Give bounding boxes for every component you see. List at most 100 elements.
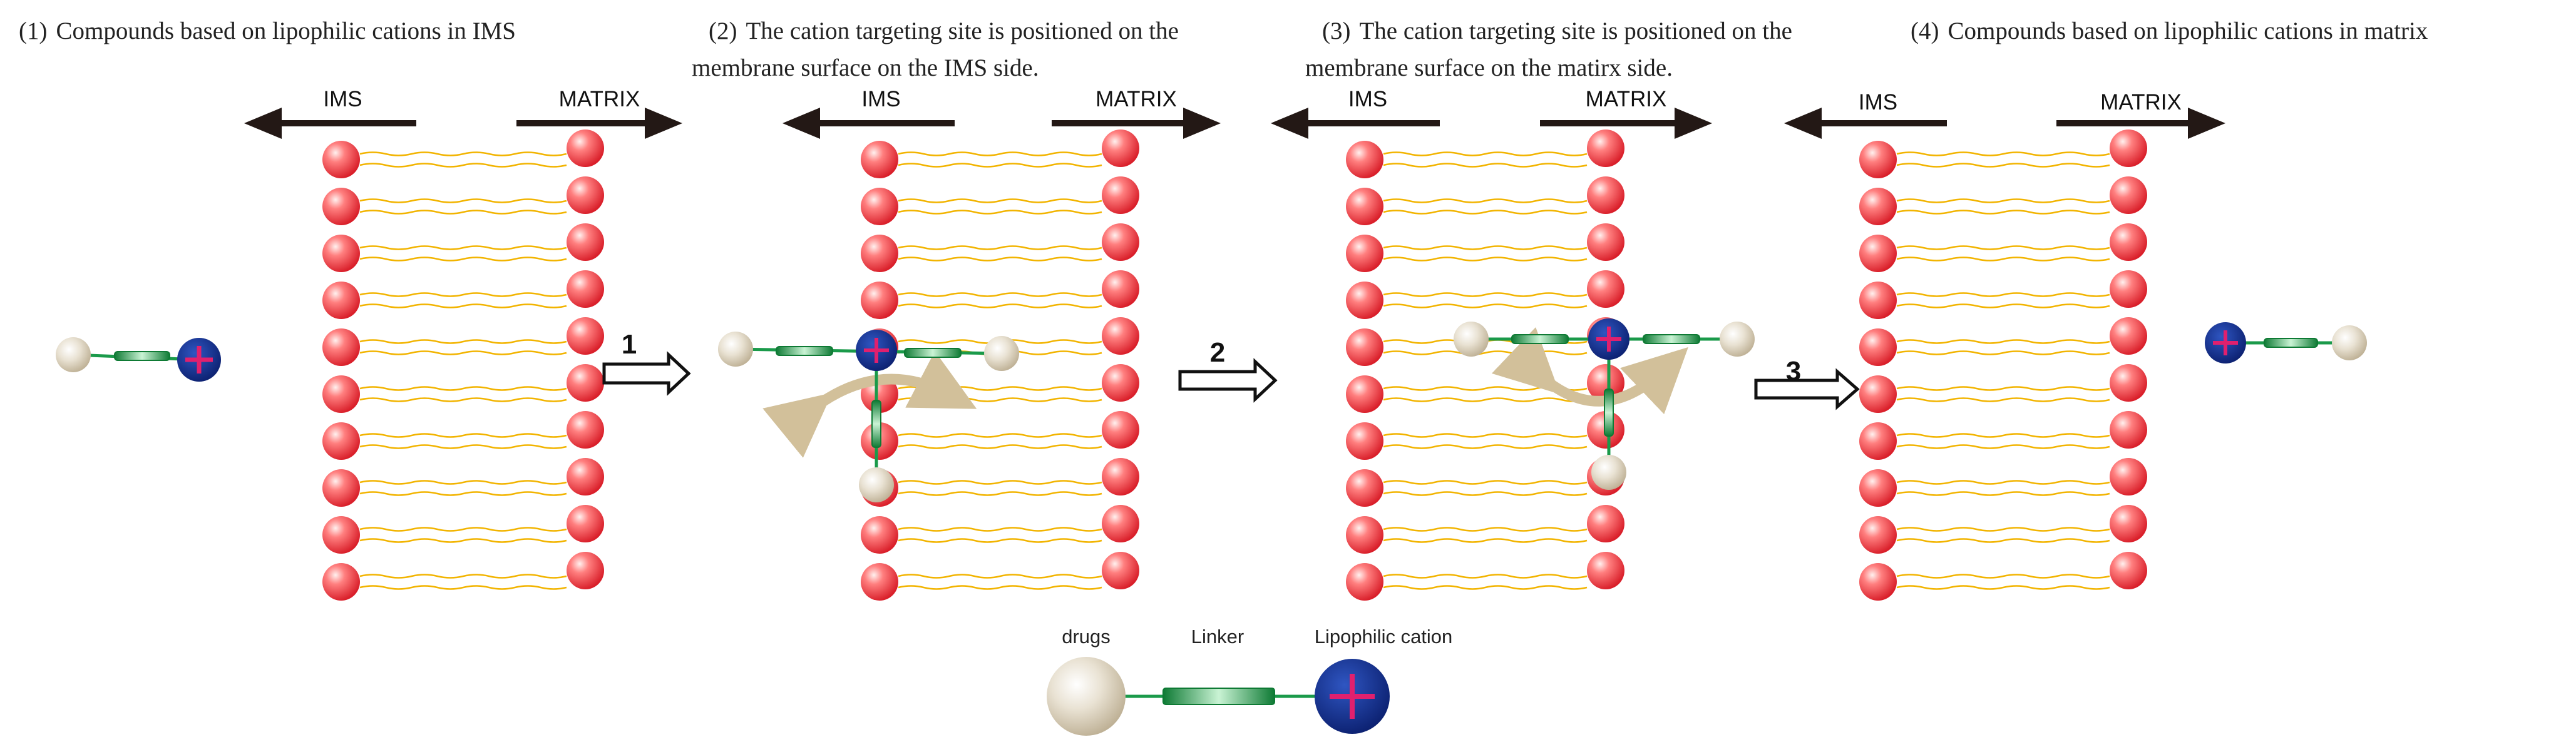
lipid-head [322,563,360,601]
drug-icon [859,467,894,502]
plus-icon [864,338,889,363]
lipid-head [1346,563,1383,601]
lipid-head [1102,552,1139,589]
matrix-direction-arrow: MATRIX [1540,87,1712,139]
lipid-head [1102,223,1139,261]
drug-icon [2332,325,2367,360]
lipid-head [567,270,604,308]
arrow-left-icon [1784,108,1822,139]
lipid-head [1587,130,1624,167]
hollow-arrow-icon [1754,368,1860,410]
lipid-head [322,141,360,178]
lipid-head [1102,270,1139,308]
ims-label: IMS [1348,87,1387,111]
ims-label: IMS [861,87,900,111]
lipid-head [2110,270,2147,308]
hollow-arrow-icon [602,351,691,396]
lipid-head [322,235,360,272]
lipid-head [2110,317,2147,355]
step-arrow-3: 3 [1754,356,1860,410]
linker-icon [2264,338,2318,348]
compound-in-matrix [2205,322,2367,363]
lipid-head [1587,552,1624,589]
lipid-head [1346,235,1383,272]
lipid-head [567,176,604,214]
lipid-head [2110,130,2147,167]
lipid-head [1102,176,1139,214]
lipid-tails [1383,151,1588,590]
lipid-head [1587,270,1624,308]
linker-icon [1511,334,1569,344]
lipid-head [1859,469,1897,507]
lipid-head [1102,458,1139,495]
lipid-head [1346,469,1383,507]
matrix-label: MATRIX [1096,87,1177,111]
lipid-head [567,130,604,167]
drug-icon [718,332,753,367]
membrane-3: IMS MATRIX [1271,87,1712,601]
lipid-head [322,328,360,366]
lipid-head [1587,505,1624,542]
membrane-1: IMS MATRIX [244,87,682,601]
lipid-head [1346,328,1383,366]
legend-drugs-label: drugs [1062,626,1111,648]
panel-3-header: (3)The cation targeting site is position… [1322,18,1792,44]
lipid-head [1859,235,1897,272]
ims-direction-arrow: IMS [1271,87,1440,139]
compound-at-matrix-surface [1454,318,1755,490]
arrow-left-icon [783,108,820,139]
ims-direction-arrow: IMS [244,87,416,139]
matrix-direction-arrow: MATRIX [516,87,682,139]
step-2-label: 2 [1210,337,1225,368]
panel-1-header: (1)Compounds based on lipophilic cations… [19,18,516,44]
drug-icon [1591,455,1626,490]
lipid-head [322,188,360,225]
lipid-head [1859,141,1897,178]
drug-icon [984,336,1019,371]
lipid-head [861,188,898,225]
plus-icon [1330,674,1375,719]
arrow-right-icon [1183,108,1221,139]
matrix-direction-arrow: MATRIX [1052,87,1221,139]
lipid-head [1102,505,1139,542]
lipid-head [1859,328,1897,366]
lipid-head [1859,375,1897,413]
lipid-head [1346,141,1383,178]
panel-headers: (1)Compounds based on lipophilic cations… [19,18,2428,81]
lipid-head [2110,458,2147,495]
linker-icon [1604,389,1614,437]
plus-icon [2213,330,2238,355]
panel-4-header: (4)Compounds based on lipophilic cations… [1911,18,2428,44]
ims-direction-arrow: IMS [1784,90,1947,139]
lipid-head [861,516,898,554]
ims-label: IMS [323,87,362,111]
drug-icon [1454,322,1489,357]
lipid-head [1859,516,1897,554]
lipid-head [1859,563,1897,601]
lipid-head [322,469,360,507]
lipid-head [1859,422,1897,460]
ims-label: IMS [1859,90,1897,114]
step-arrow-1: 1 [602,329,691,396]
lipid-head [1859,188,1897,225]
lipid-head [1587,176,1624,214]
arrow-right-icon [1675,108,1712,139]
lipid-tails [898,151,1102,590]
step-1-label: 1 [622,329,637,360]
lipid-head [322,422,360,460]
lipid-head [567,458,604,495]
lipid-head [567,505,604,542]
lipid-head [1346,516,1383,554]
lipid-head [2110,411,2147,449]
linker-icon [904,348,962,358]
lipid-head [1102,364,1139,402]
lipid-head [2110,505,2147,542]
legend-cation-label: Lipophilic cation [1315,626,1453,648]
ims-direction-arrow: IMS [783,87,955,139]
lipid-head [322,516,360,554]
lipid-head [567,364,604,402]
lipid-head [1346,188,1383,225]
lipid-head [1102,130,1139,167]
